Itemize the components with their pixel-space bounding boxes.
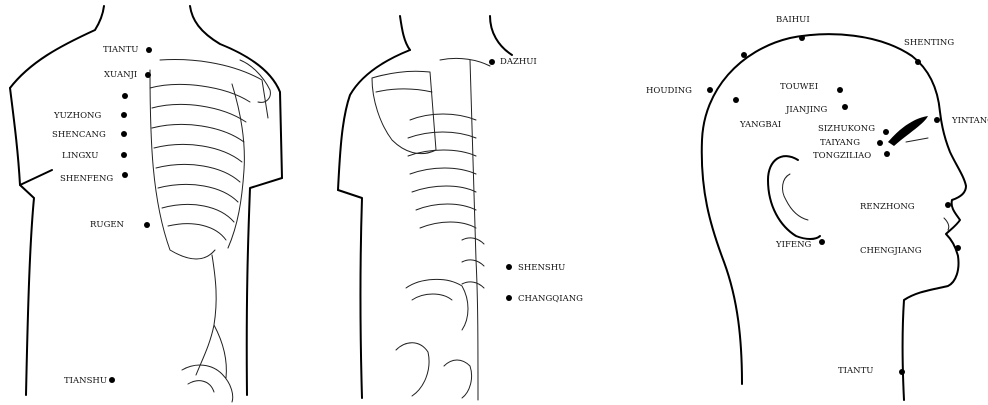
ribcage-drawing <box>150 60 270 259</box>
front-torso-panel: TIANTU XUANJI YUZHONG SHENCANG LINGXU SH… <box>10 6 282 402</box>
eye-drawing <box>906 138 928 142</box>
acupoint-label-jianjing: JIANJING <box>785 105 828 115</box>
back-torso-left-side-outline <box>338 190 362 398</box>
ear-inner-drawing <box>783 174 808 220</box>
front-torso-left-arm-outline <box>20 170 52 185</box>
acupoint-dot-tianshu <box>109 377 115 383</box>
acupoint-label-yangbai: YANGBAI <box>739 120 781 130</box>
acupoint-label-shenfeng: SHENFENG <box>60 174 113 184</box>
acupoint-dot-shencang <box>121 131 127 137</box>
acupoint-label-houding: HOUDING <box>646 86 692 96</box>
ear-drawing <box>768 156 820 239</box>
acupoint-dot-tiantu-front <box>146 47 152 53</box>
acupoint-label-chengjiang: CHENGJIANG <box>860 246 922 256</box>
back-torso-neck-outline <box>400 16 410 50</box>
acupoint-dot-shenfeng <box>122 172 128 178</box>
front-torso-left-shoulder-outline <box>10 6 104 88</box>
acupoint-label-yintang: YINTANG <box>951 116 988 126</box>
acupoint-dot-shenshu <box>506 264 512 270</box>
abdomen-pelvis-drawing <box>182 255 233 402</box>
acupoint-label-shenting: SHENTING <box>904 38 954 48</box>
acupoint-label-touwei: TOUWEI <box>780 82 818 92</box>
acupoint-dot-shenting <box>915 59 921 65</box>
front-torso-left-side-outline <box>10 88 34 395</box>
acupoint-label-yifeng: YIFENG <box>775 240 812 250</box>
acupoint-dot-yifeng <box>819 239 825 245</box>
head-outline <box>702 34 966 400</box>
acupoint-label-lingxu: LINGXU <box>62 151 98 161</box>
acupoint-dot-touwei <box>837 87 843 93</box>
acupoint-label-taiyang: TAIYANG <box>820 138 860 148</box>
acupoint-dot-tongziliao <box>884 151 890 157</box>
front-torso-right-side-outline <box>247 178 282 395</box>
acupoint-label-shenshu: SHENSHU <box>518 263 565 273</box>
back-torso-panel: DAZHUI SHENSHU CHANGQIANG <box>338 16 583 400</box>
acupoint-label-changqiang: CHANGQIANG <box>518 294 583 304</box>
acupoint-dot-xuanji <box>145 72 151 78</box>
acupoint-dot-yintang <box>934 117 940 123</box>
acupoint-dot-baihui <box>799 35 805 41</box>
acupoint-label-tianshu: TIANSHU <box>64 376 107 386</box>
acupoint-label-baihui: BAIHUI <box>776 15 810 25</box>
acupoint-label-rugen: RUGEN <box>90 220 125 230</box>
mouth-drawing <box>944 218 949 230</box>
acupoint-dot-yangbai <box>733 97 739 103</box>
back-torso-left-shoulder-outline <box>338 50 410 190</box>
acupoint-dot-sizhukong <box>883 129 889 135</box>
acupoint-label-yuzhong: YUZHONG <box>53 111 101 121</box>
acupoint-label-dazhui: DAZHUI <box>500 57 537 67</box>
acupoint-dot-renzhong <box>945 202 951 208</box>
acupoint-dot-jianjing <box>842 104 848 110</box>
head-profile-panel: BAIHUI SHENTING HOUDING TOUWEI JIANJING … <box>646 15 988 400</box>
acupoint-dot-yuzhong <box>121 112 127 118</box>
acupoint-dot-lingxu <box>121 152 127 158</box>
acupoint-label-sizhukong: SIZHUKONG <box>818 124 875 134</box>
front-torso-right-shoulder-outline <box>190 6 282 178</box>
acupoint-dot-chengjiang <box>955 245 961 251</box>
acupoint-label-tiantu-front: TIANTU <box>103 45 138 55</box>
acupoint-dot-extra <box>122 93 128 99</box>
acupoint-label-xuanji: XUANJI <box>104 70 137 80</box>
acupoint-dot-taiyang <box>877 140 883 146</box>
acupoint-dot-changqiang <box>506 295 512 301</box>
acupoint-dot-houding <box>741 52 747 58</box>
acupoint-dot-dazhui <box>489 59 495 65</box>
acupoint-label-tongziliao: TONGZILIAO <box>813 151 871 161</box>
acupoint-dot-rugen <box>144 222 150 228</box>
acupoint-dot-back-skull <box>707 87 713 93</box>
acupoint-label-shencang: SHENCANG <box>52 130 106 140</box>
back-skeleton-drawing <box>372 58 490 400</box>
back-torso-right-outline <box>490 16 512 55</box>
acupoint-dot-tiantu-head <box>899 369 905 375</box>
acupoint-label-tiantu-head: TIANTU <box>838 366 873 376</box>
acupoint-label-renzhong: RENZHONG <box>860 202 915 212</box>
